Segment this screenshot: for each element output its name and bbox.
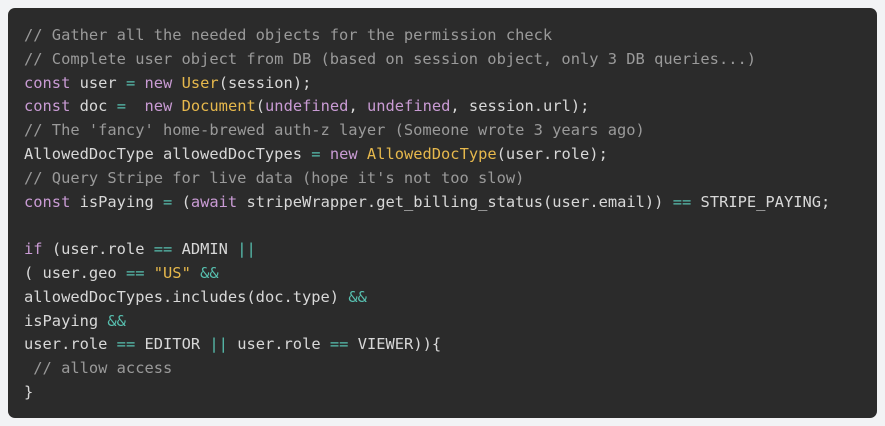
code-token-comment: // Complete user object from DB (based o… bbox=[24, 49, 757, 68]
code-line bbox=[24, 214, 877, 238]
code-token-keyword: await bbox=[190, 192, 238, 211]
code-token-string: "US" bbox=[153, 263, 191, 282]
code-token-operator: && bbox=[107, 311, 126, 330]
code-token-plain: ( bbox=[172, 192, 191, 211]
code-token-plain bbox=[191, 264, 200, 282]
code-token-plain: (session); bbox=[218, 73, 312, 92]
code-token-plain: , bbox=[348, 97, 367, 116]
code-token-keyword: new bbox=[329, 144, 358, 163]
code-token-comment: // The 'fancy' home-brewed auth-z layer … bbox=[24, 121, 645, 140]
code-block[interactable]: // Gather all the needed objects for the… bbox=[8, 8, 877, 405]
code-token-constant: ADMIN bbox=[181, 240, 228, 259]
code-token-plain bbox=[321, 145, 330, 163]
code-token-plain: (doc.type) bbox=[246, 287, 349, 306]
code-token-plain: isPaying bbox=[70, 192, 164, 211]
code-token-plain bbox=[144, 264, 153, 282]
code-token-operator: = bbox=[311, 144, 321, 163]
code-token-plain bbox=[200, 335, 209, 353]
code-token-operator: == bbox=[329, 335, 349, 354]
code-token-keyword: const bbox=[24, 73, 71, 92]
code-token-operator: || bbox=[237, 240, 256, 259]
code-token-keyword: undefined bbox=[366, 97, 451, 116]
code-token-constant: STRIPE_PAYING bbox=[700, 192, 822, 211]
code-token-plain: doc bbox=[70, 97, 117, 116]
code-token-plain bbox=[135, 74, 144, 92]
code-token-keyword: if bbox=[24, 240, 43, 259]
code-token-plain: user.role bbox=[227, 335, 330, 354]
code-token-plain: , session.url); bbox=[450, 97, 590, 116]
code-line: // Gather all the needed objects for the… bbox=[24, 24, 877, 48]
code-token-plain: AllowedDocType allowedDocTypes bbox=[24, 144, 312, 163]
code-line: // Complete user object from DB (based o… bbox=[24, 48, 877, 72]
code-token-keyword: undefined bbox=[265, 97, 349, 116]
code-token-plain: isPaying bbox=[24, 311, 108, 330]
code-token-plain bbox=[358, 145, 367, 163]
code-token-plain: allowedDocTypes. bbox=[24, 287, 173, 306]
code-token-plain bbox=[348, 335, 357, 353]
code-token-comment: // Gather all the needed objects for the… bbox=[24, 26, 553, 44]
code-token-operator: || bbox=[209, 335, 228, 354]
code-token-plain bbox=[172, 74, 181, 92]
code-token-plain: user bbox=[70, 73, 126, 92]
code-token-plain: (user.role); bbox=[496, 144, 608, 163]
code-token-operator: = bbox=[116, 97, 126, 116]
code-token-comment: // Query Stripe for live data (hope it's… bbox=[24, 168, 525, 187]
code-token-operator: && bbox=[348, 287, 367, 306]
code-token-type: AllowedDocType bbox=[366, 144, 497, 163]
code-token-operator: = bbox=[163, 192, 173, 211]
code-token-plain bbox=[126, 97, 145, 115]
code-token-plain: )){ bbox=[413, 335, 442, 354]
code-token-type: Document bbox=[181, 97, 256, 116]
code-token-plain: user.role bbox=[24, 335, 117, 354]
code-token-comment: // allow access bbox=[24, 359, 173, 378]
code-line: // The 'fancy' home-brewed auth-z layer … bbox=[24, 119, 877, 143]
code-token-plain bbox=[172, 240, 181, 258]
code-token-keyword: const bbox=[24, 97, 71, 116]
code-line: ( user.geo == "US" && bbox=[24, 262, 877, 286]
code-token-keyword: const bbox=[24, 192, 71, 211]
code-token-operator: && bbox=[200, 263, 219, 282]
code-token-operator: = bbox=[125, 73, 136, 92]
code-token-operator: == bbox=[153, 240, 173, 259]
code-line: allowedDocTypes.includes(doc.type) && bbox=[24, 286, 877, 310]
code-token-keyword: new bbox=[144, 97, 173, 116]
code-line: if (user.role == ADMIN || bbox=[24, 238, 877, 262]
code-line: const doc = new Document(undefined, unde… bbox=[24, 95, 877, 119]
code-line: // Query Stripe for live data (hope it's… bbox=[24, 167, 877, 191]
code-token-plain bbox=[172, 97, 181, 115]
code-token-constant: VIEWER bbox=[357, 335, 414, 354]
code-token-plain: } bbox=[24, 382, 34, 401]
code-token-constant: EDITOR bbox=[144, 335, 201, 354]
code-token-plain bbox=[691, 193, 700, 211]
code-token-plain bbox=[135, 335, 144, 353]
code-token-function: get_billing_status bbox=[376, 192, 543, 211]
code-token-type: User bbox=[181, 73, 219, 92]
code-line: } bbox=[24, 381, 877, 405]
code-token-operator: == bbox=[125, 263, 145, 282]
code-token-operator: == bbox=[116, 335, 136, 354]
code-line: const isPaying = (await stripeWrapper.ge… bbox=[24, 191, 877, 215]
code-line: const user = new User(session); bbox=[24, 72, 877, 96]
code-token-plain: (user.email)) bbox=[542, 192, 673, 211]
code-token-keyword: new bbox=[144, 73, 173, 92]
code-line: user.role == EDITOR || user.role == VIEW… bbox=[24, 333, 877, 357]
code-line: isPaying && bbox=[24, 310, 877, 334]
code-token-function: includes bbox=[172, 287, 247, 306]
code-token-plain: ( bbox=[255, 97, 266, 116]
code-line: // allow access bbox=[24, 357, 877, 381]
code-token-plain: (user.role bbox=[42, 240, 154, 259]
code-token-plain bbox=[228, 240, 237, 258]
code-line: AllowedDocType allowedDocTypes = new All… bbox=[24, 143, 877, 167]
code-token-operator: == bbox=[672, 192, 692, 211]
code-token-plain: stripeWrapper. bbox=[237, 192, 377, 211]
code-snippet-card: // Gather all the needed objects for the… bbox=[8, 8, 877, 418]
code-token-plain: ; bbox=[821, 192, 831, 211]
code-token-plain: ( user.geo bbox=[24, 263, 126, 282]
